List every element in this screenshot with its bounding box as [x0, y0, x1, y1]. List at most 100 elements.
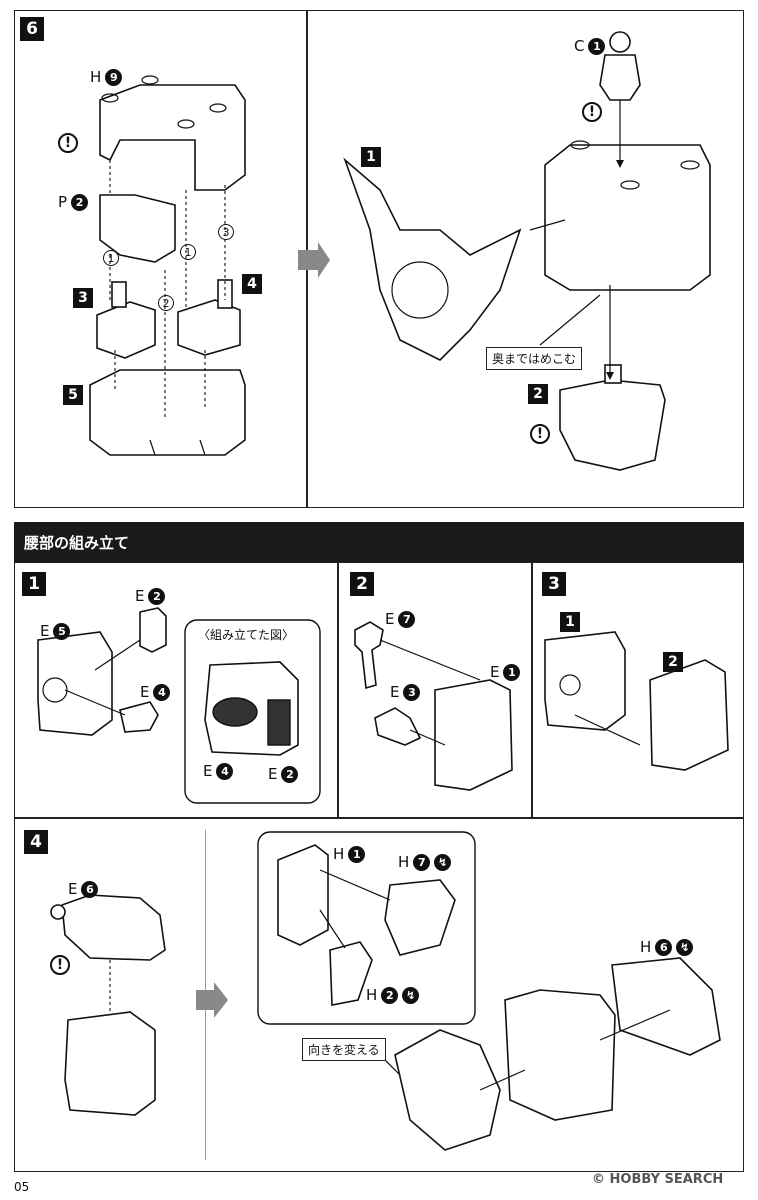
p2-letter: P: [58, 193, 68, 211]
part4: [177, 299, 241, 356]
warning-icon: !: [530, 424, 550, 444]
step6-sub2-badge: 2: [528, 384, 548, 404]
h2-letter: H: [366, 986, 378, 1004]
step1-number: 1: [28, 574, 40, 594]
step2-badge: 2: [350, 572, 374, 596]
warning-icon: !: [50, 955, 70, 975]
e2-part: [139, 607, 167, 653]
step4-assembled-body: [504, 989, 616, 1121]
seq-3: 3: [218, 224, 234, 240]
assembled-e2-letter: E: [268, 765, 278, 783]
section-header: 腰部の組み立て: [14, 522, 744, 562]
h7-part: [384, 879, 456, 956]
c1-part: [599, 54, 641, 101]
step1-badge: 1: [22, 572, 46, 596]
seq-1b: 1: [180, 244, 196, 260]
step6-sub1: 1: [366, 149, 376, 165]
e1-part: [434, 679, 513, 791]
p2-part: [99, 194, 176, 263]
part1-wing: [343, 157, 522, 361]
bottom-part: [559, 379, 666, 471]
h7-letter: H: [398, 853, 410, 871]
e1-num: 1: [503, 663, 521, 681]
e5-letter: E: [40, 622, 50, 640]
step6-sub5-badge: 5: [63, 385, 83, 405]
step3-right-assembly: [649, 659, 729, 771]
h2-part: [329, 941, 373, 1006]
h1-part: [277, 844, 329, 946]
h6-num: 6: [655, 938, 673, 956]
h9-num: 9: [105, 68, 123, 86]
assembled-title-text: 〈組み立てた図〉: [198, 628, 295, 642]
h6-part: [611, 957, 721, 1056]
step6-sub3-badge: 3: [73, 288, 93, 308]
step3-left-assembly: [544, 631, 626, 731]
e6-letter: E: [68, 880, 78, 898]
step6-sub3: 3: [78, 290, 88, 306]
e2-letter: E: [135, 587, 145, 605]
c1-letter: C: [574, 37, 585, 55]
step6-sub4: 4: [247, 276, 257, 292]
watermark: © HOBBY SEARCH: [592, 1172, 724, 1187]
step6-sub5: 5: [68, 387, 78, 403]
rotated-h-part: [394, 1029, 501, 1151]
e3-part: [374, 707, 422, 746]
insert-fully-note: 奥まではめこむ: [486, 347, 583, 370]
seq-2-text: 2: [162, 296, 170, 310]
step6-sub1-badge: 1: [361, 147, 381, 167]
seal-icon: ↯: [434, 853, 452, 871]
e3-letter: E: [390, 683, 400, 701]
warning-icon: !: [582, 102, 602, 122]
h9-part: [99, 84, 246, 191]
step3-sub2: 2: [668, 654, 678, 670]
p2-num: 2: [71, 193, 89, 211]
seal-icon: ↯: [402, 986, 420, 1004]
seq-2: 2: [158, 295, 174, 311]
e4-letter: E: [140, 683, 150, 701]
e3-num: 3: [403, 683, 421, 701]
step3-sub2-badge: 2: [663, 652, 683, 672]
e6-part: [61, 894, 166, 961]
step4-badge: 4: [24, 830, 48, 854]
e7-num: 7: [398, 610, 416, 628]
warning-icon: !: [58, 133, 78, 153]
e5-num: 5: [53, 622, 71, 640]
e6-num: 6: [81, 880, 99, 898]
e2-num: 2: [148, 587, 166, 605]
e4-num: 4: [153, 683, 171, 701]
step3-number: 3: [548, 574, 560, 594]
h2-num: 2: [381, 986, 399, 1004]
step3-badge: 3: [542, 572, 566, 596]
seq-1a: 1: [103, 250, 119, 266]
assembled-e2-num: 2: [281, 765, 299, 783]
step6-number: 6: [26, 19, 38, 39]
seq-1b-text: 1: [184, 245, 192, 259]
h6-letter: H: [640, 938, 652, 956]
e1-letter: E: [490, 663, 500, 681]
e7-part: [354, 621, 384, 690]
seal-icon: ↯: [676, 938, 694, 956]
c1-num: 1: [588, 37, 606, 55]
e5-part: [37, 631, 113, 736]
assembled-e4-num: 4: [216, 762, 234, 780]
page-number: 05: [14, 1180, 30, 1194]
e4-part: [119, 701, 159, 733]
h1-num: 1: [348, 845, 366, 863]
h7-num: 7: [413, 853, 431, 871]
rotate-note: 向きを変える: [302, 1038, 386, 1061]
seq-1a-text: 1: [107, 251, 115, 265]
step4-number: 4: [30, 832, 42, 852]
